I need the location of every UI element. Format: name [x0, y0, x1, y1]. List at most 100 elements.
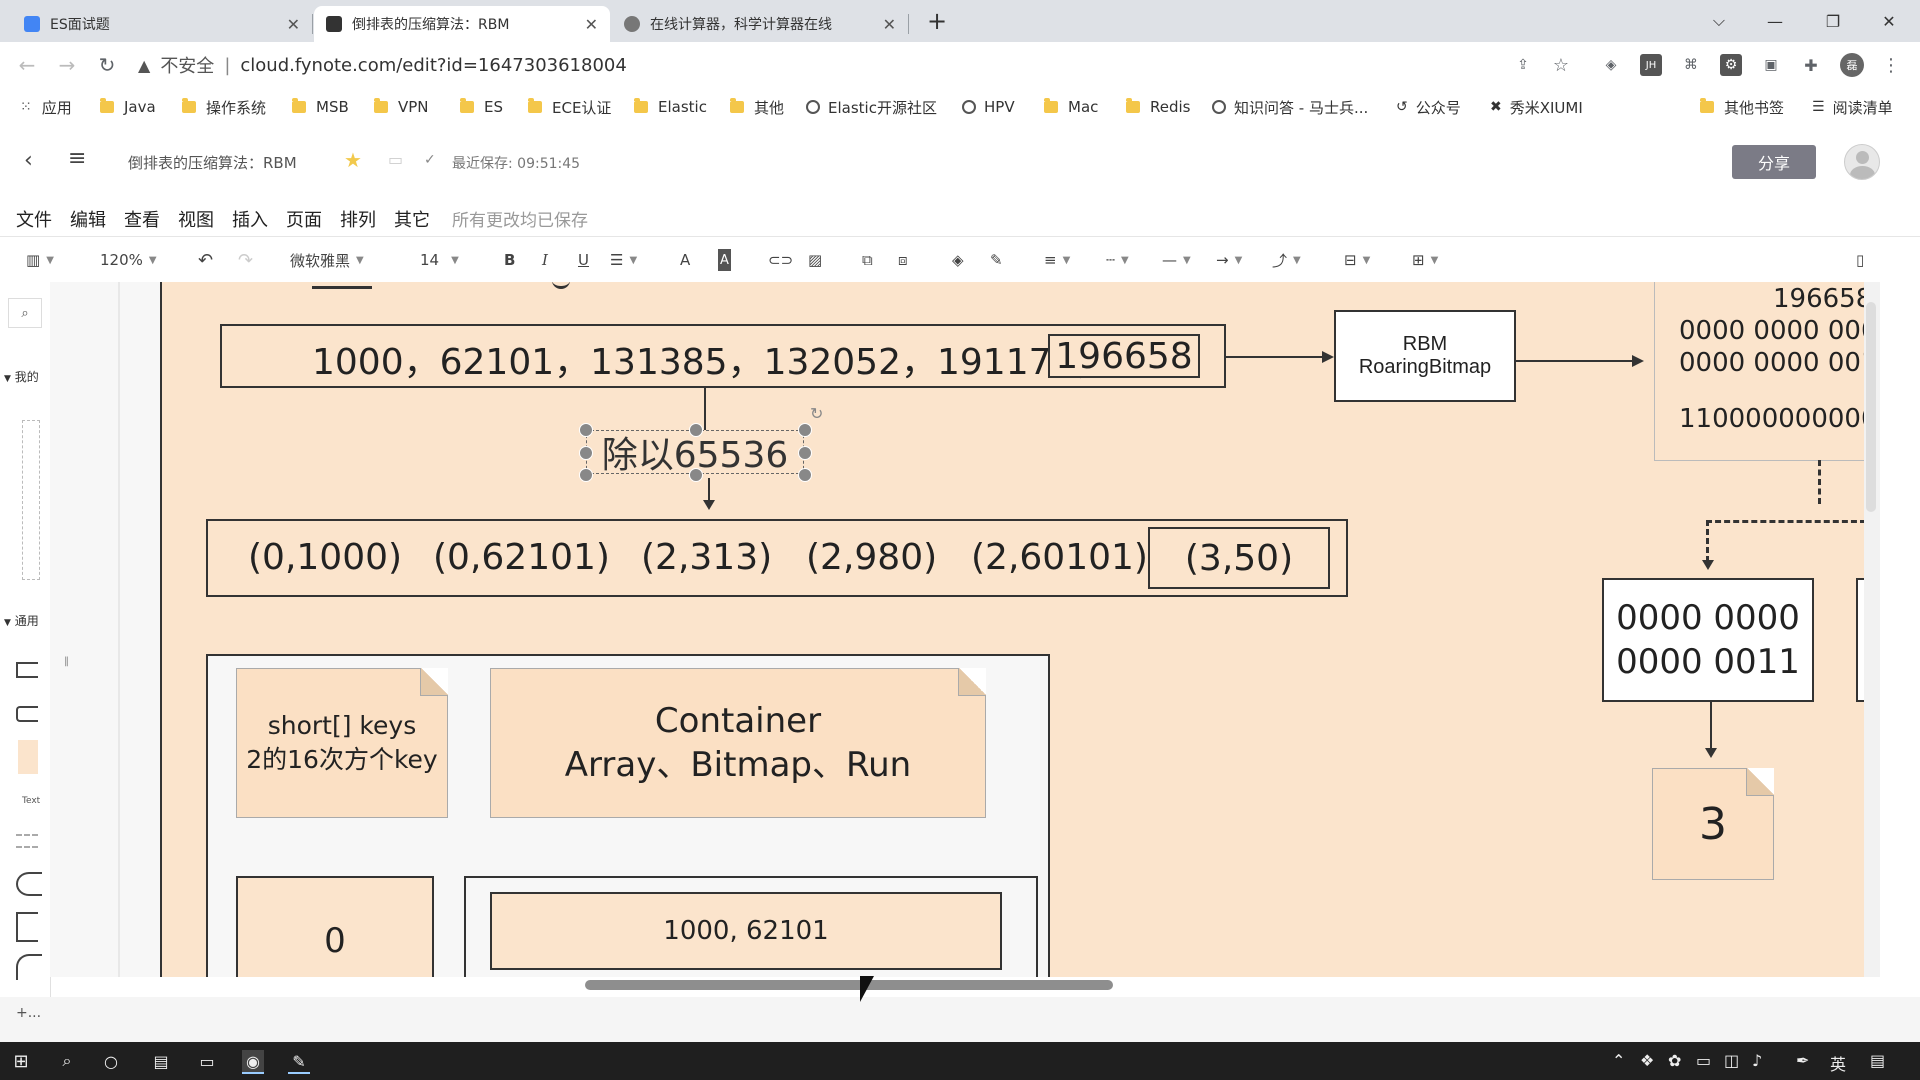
share-page-icon[interactable]: ⇪	[1517, 57, 1529, 73]
font-size-select[interactable]: 14▼	[420, 251, 459, 269]
container-note[interactable]: Container Array、Bitmap、Run	[490, 668, 986, 818]
bookmark-redis[interactable]: Redis	[1126, 96, 1190, 118]
notification-center-icon[interactable]: ▤	[1870, 1051, 1886, 1070]
line-color-icon[interactable]: ✎	[990, 251, 1003, 269]
resize-handle[interactable]	[689, 423, 703, 437]
menu-other[interactable]: 其它	[394, 210, 430, 231]
url-omnibox[interactable]: ▲ 不安全 | cloud.fynote.com/edit?id=1647303…	[138, 48, 1488, 82]
high-bits-box[interactable]: 0000 0000 0000 0011	[1602, 578, 1814, 702]
resize-handle[interactable]	[798, 446, 812, 460]
container-values-box[interactable]: 1000, 62101	[490, 892, 1002, 970]
network-icon[interactable]: ◫	[1724, 1051, 1740, 1070]
tab-online-calculator[interactable]: 在线计算器，科学计算器在线 ✕	[612, 6, 908, 42]
vertical-scrollbar[interactable]	[1864, 282, 1880, 977]
image-icon[interactable]: ▨	[808, 251, 823, 269]
profile-avatar[interactable]: 磊	[1840, 53, 1864, 77]
align-left-icon[interactable]: ☰▼	[610, 251, 638, 269]
menu-page[interactable]: 页面	[286, 210, 322, 231]
result-note[interactable]: 3	[1652, 768, 1774, 880]
resize-handle[interactable]	[579, 423, 593, 437]
document-title[interactable]: 倒排表的压缩算法：RBM	[128, 154, 297, 172]
reload-icon[interactable]: ↻	[98, 53, 116, 77]
resize-handle[interactable]	[798, 468, 812, 482]
tab-es-interview[interactable]: ES面试题 ✕	[12, 6, 312, 42]
bookmark-os[interactable]: 操作系统	[182, 96, 266, 118]
bring-to-front-icon[interactable]: ⧉	[862, 251, 873, 269]
vertical-scroll-thumb[interactable]	[1866, 302, 1876, 512]
section-general-header[interactable]: ▼ 通用	[4, 614, 39, 628]
rounded-rectangle-shape[interactable]	[16, 706, 38, 722]
align-shapes-icon[interactable]: ⊟▼	[1344, 251, 1371, 269]
ellipse-shape[interactable]	[16, 872, 42, 896]
tab-close-icon[interactable]: ✕	[286, 14, 300, 34]
bookmark-apps[interactable]: ⁙ 应用	[20, 98, 72, 117]
folder-move-icon[interactable]: ▭	[388, 150, 404, 169]
tray-cloud-icon[interactable]: ✿	[1668, 1051, 1682, 1070]
bookmark-elastic-community[interactable]: Elastic开源社区	[806, 96, 937, 118]
user-avatar[interactable]	[1844, 144, 1880, 180]
chrome-app-icon[interactable]: ◉	[242, 1050, 264, 1074]
drop-zone[interactable]	[22, 420, 40, 580]
tray-app-icon[interactable]: ❖	[1640, 1051, 1655, 1070]
circle-shape[interactable]	[16, 954, 42, 980]
menu-arrange[interactable]: 排列	[340, 210, 376, 231]
search-icon[interactable]: ⌕	[8, 298, 42, 328]
battery-icon[interactable]: ▭	[1696, 1051, 1712, 1070]
zoom-select[interactable]: 120%▼	[100, 251, 157, 269]
resize-handle[interactable]	[798, 423, 812, 437]
rbm-structure-container[interactable]: short[] keys 2的16次方个key Container Array、…	[206, 654, 1050, 977]
bookmark-es[interactable]: ES	[460, 96, 503, 118]
bookmark-other[interactable]: 其他	[730, 96, 784, 118]
italic-button[interactable]: I	[542, 251, 548, 269]
highlighted-pair-box[interactable]: (3,50)	[1148, 527, 1330, 589]
arrow-style-icon[interactable]: →▼	[1216, 251, 1243, 269]
rectangle-shape[interactable]	[16, 662, 38, 678]
text-shape[interactable]: Text	[22, 796, 41, 806]
bookmark-star-icon[interactable]: ☆	[1552, 54, 1570, 76]
heading-shape[interactable]	[16, 834, 38, 848]
add-more-shapes-button[interactable]: +...	[16, 1005, 42, 1021]
ime-language-indicator[interactable]: 英	[1830, 1055, 1847, 1074]
share-button[interactable]: 分享	[1732, 145, 1816, 179]
tab-close-icon[interactable]: ✕	[584, 14, 598, 34]
input-values-box[interactable]: 1000，62101，131385，132052，191173， 196658	[220, 324, 1226, 388]
keys-note[interactable]: short[] keys 2的16次方个key	[236, 668, 448, 818]
extensions-puzzle-icon[interactable]: ✚	[1804, 55, 1818, 75]
close-window-button[interactable]: ✕	[1882, 11, 1896, 31]
bookmark-other-bookmarks[interactable]: 其他书签	[1700, 96, 1784, 118]
connector-style-icon[interactable]: ⤴▼	[1272, 251, 1301, 270]
minimize-button[interactable]: —	[1767, 11, 1783, 31]
right-panel-toggle-icon[interactable]: ▯	[1856, 251, 1865, 269]
bookmark-mac[interactable]: Mac	[1044, 96, 1098, 118]
container-outer-box[interactable]: 1000, 62101	[464, 876, 1038, 977]
undo-icon[interactable]: ↶	[198, 249, 214, 271]
tray-expand-icon[interactable]: ⌃	[1612, 1051, 1626, 1070]
resize-handle[interactable]	[689, 468, 703, 482]
menu-insert[interactable]: 插入	[232, 210, 268, 231]
translate-extension-icon[interactable]: ⌘	[1684, 57, 1698, 73]
cortana-circle-icon[interactable]: ○	[104, 1051, 118, 1071]
font-background-icon[interactable]: A	[718, 249, 731, 271]
highlighted-value-box[interactable]: 196658	[1048, 334, 1200, 378]
layout-panel-icon[interactable]: ▥▼	[26, 251, 54, 269]
tab-close-icon[interactable]: ✕	[882, 14, 896, 34]
bookmark-msb[interactable]: MSB	[292, 96, 349, 118]
search-icon[interactable]: ⌕	[62, 1051, 72, 1070]
extension-tools-icon[interactable]: ⚙	[1720, 54, 1742, 76]
more-menu-icon[interactable]: ⋮	[1882, 54, 1900, 76]
redo-icon[interactable]: ↷	[238, 249, 254, 271]
file-explorer-icon[interactable]: ▭	[199, 1051, 215, 1071]
restore-button[interactable]: ❐	[1825, 11, 1841, 31]
bold-button[interactable]: B	[504, 251, 516, 269]
rotate-handle-icon[interactable]: ↻	[810, 404, 824, 423]
back-arrow-icon[interactable]: ←	[18, 53, 36, 77]
horizontal-scroll-thumb[interactable]	[585, 980, 1113, 990]
pairs-box[interactable]: (0,1000) (0,62101) (2,313) (2,980) (2,60…	[206, 519, 1348, 597]
menu-view[interactable]: 查看	[124, 210, 160, 231]
resize-handle[interactable]	[579, 446, 593, 460]
key-zero-box[interactable]: 0	[236, 876, 434, 977]
fill-color-icon[interactable]: ◈	[952, 251, 964, 269]
bookmark-java[interactable]: Java	[100, 96, 156, 118]
menu-file[interactable]: 文件	[16, 210, 52, 231]
underline-button[interactable]: U	[578, 251, 589, 269]
